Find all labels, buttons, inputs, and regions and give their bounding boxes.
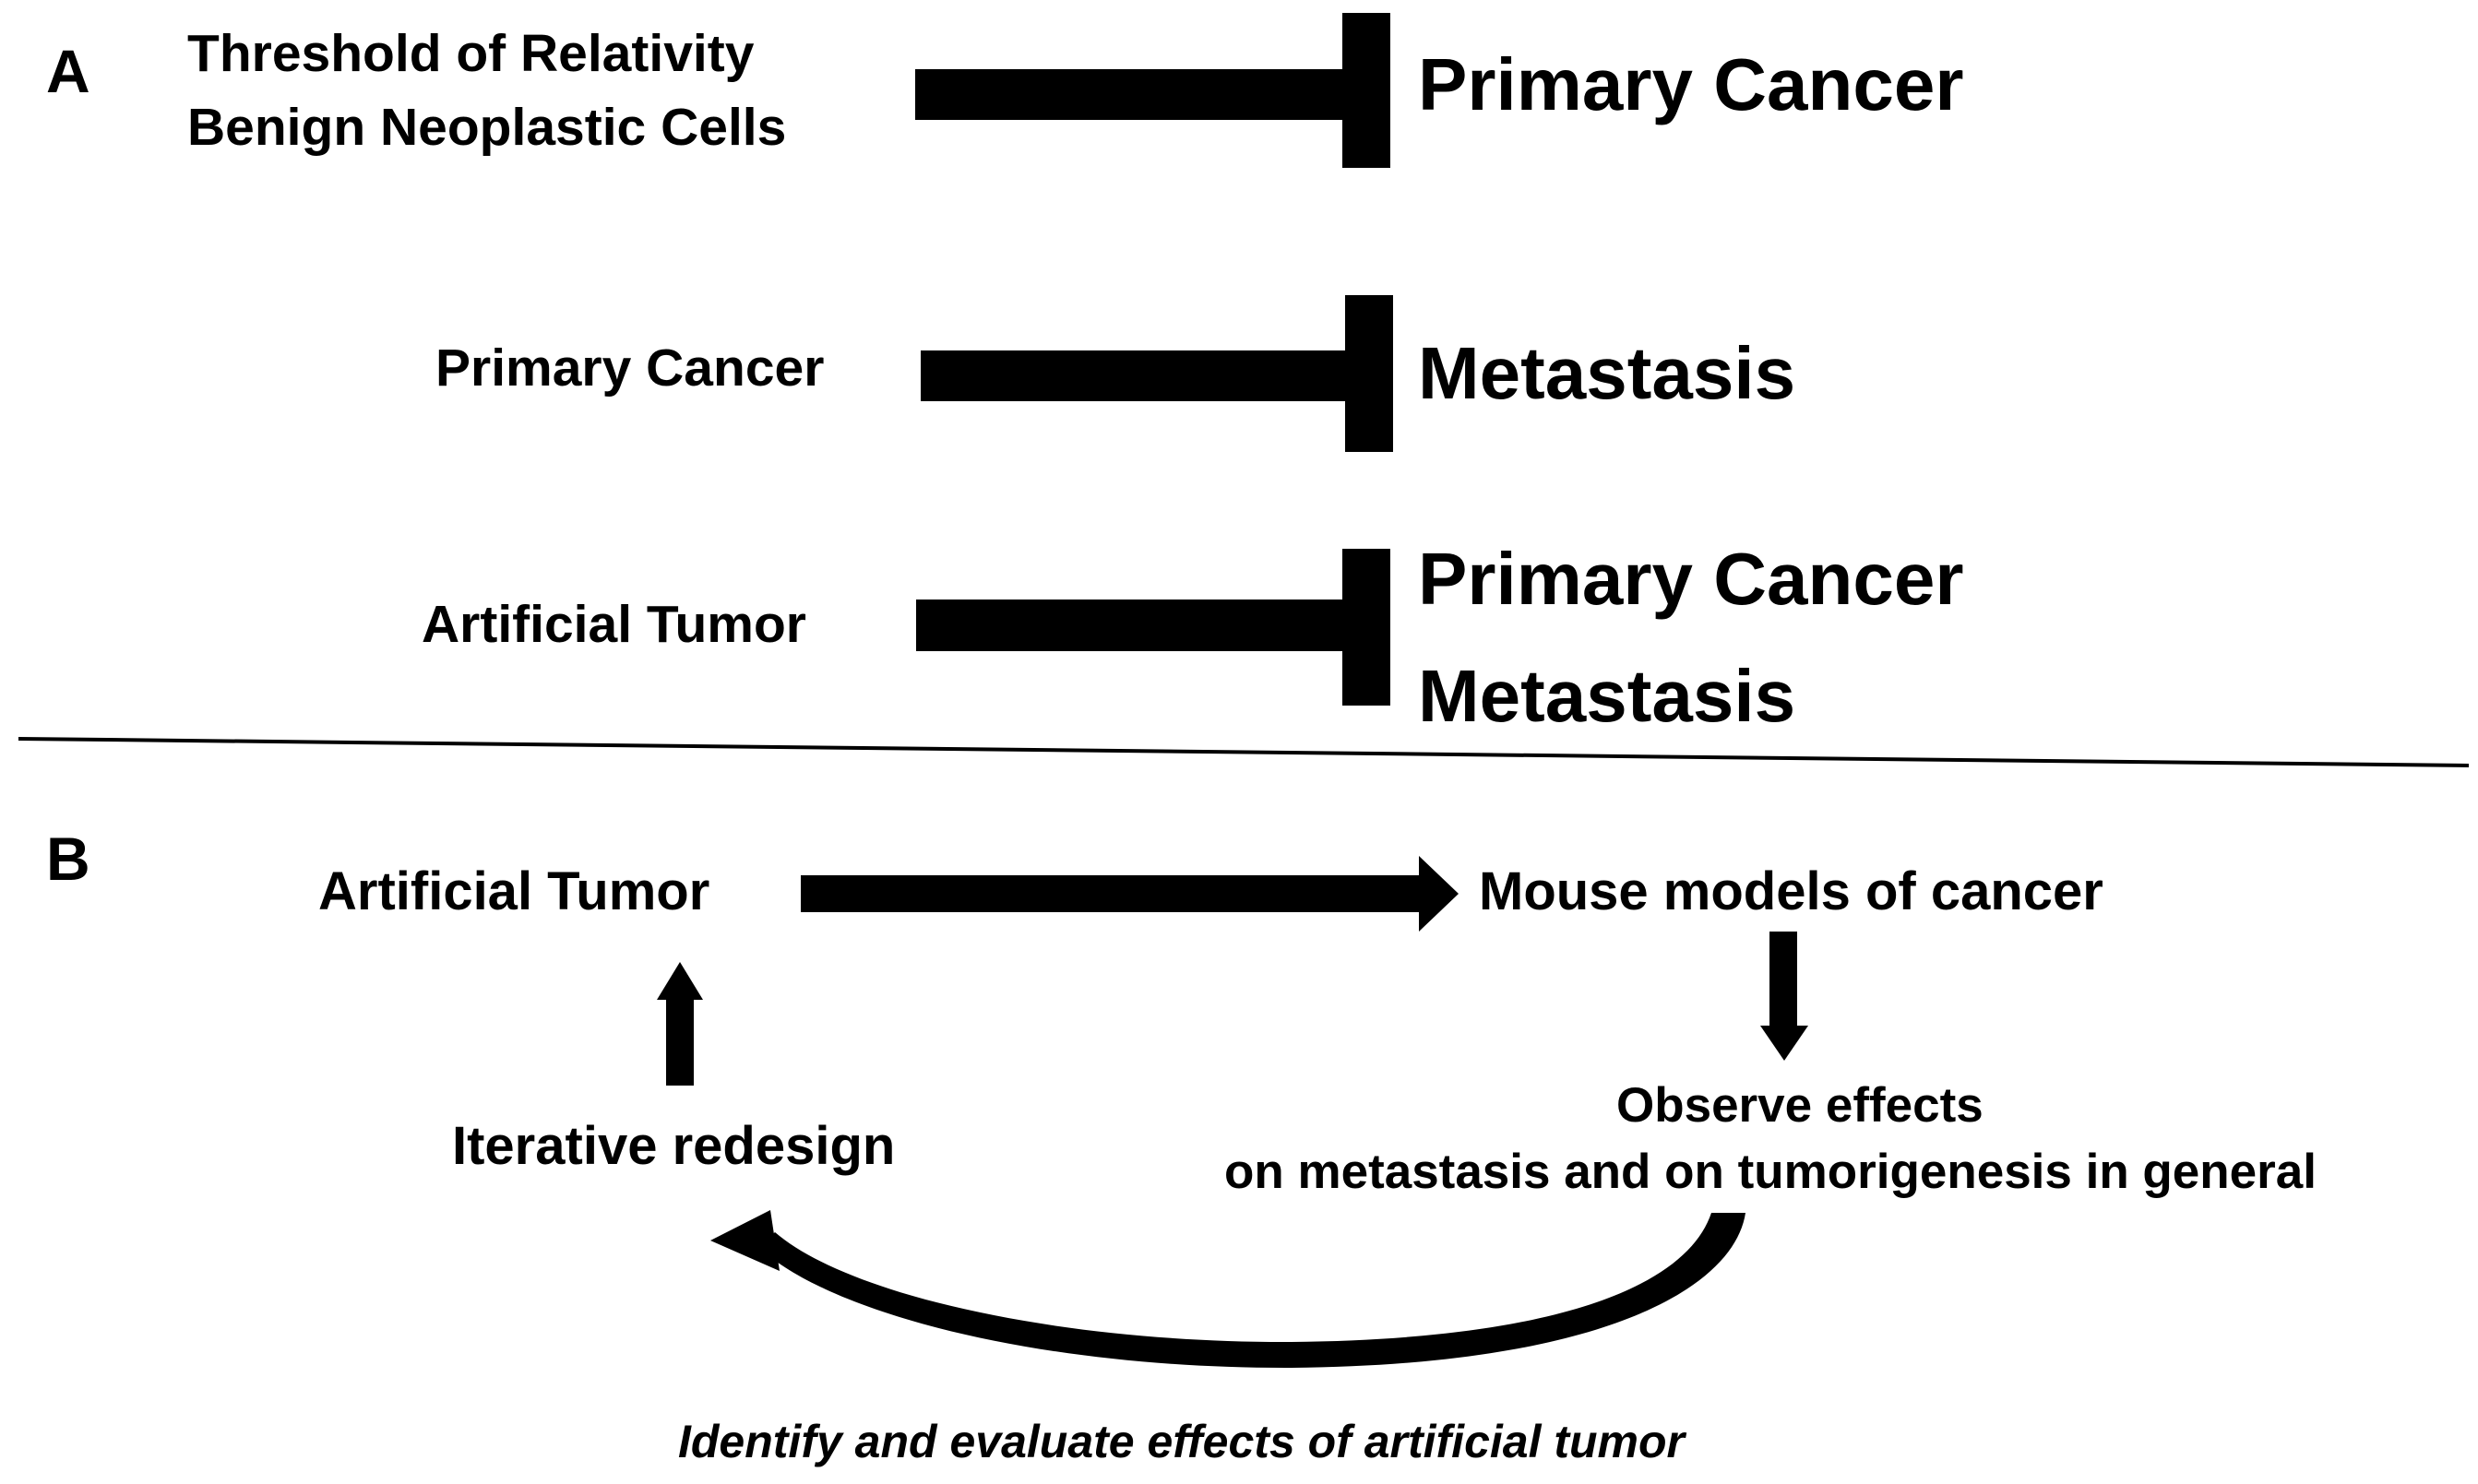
curved-feedback-arrow — [710, 1210, 1745, 1369]
inhibition-shaft-3 — [916, 600, 1350, 651]
arrow-to-mouse-models — [801, 856, 1459, 932]
row2-left-line1: Primary Cancer — [435, 338, 825, 398]
node-artificial-tumor: Artificial Tumor — [318, 861, 710, 921]
row3-right-line1: Primary Cancer — [1418, 538, 1964, 620]
inhibition-arrow-row-1 — [915, 13, 1390, 168]
row1-left-line2: Benign Neoplastic Cells — [187, 98, 787, 157]
inhibition-bar-2 — [1345, 295, 1393, 452]
feedback-caption: Identify and evaluate effects of artific… — [678, 1416, 1686, 1467]
inhibition-shaft-2 — [921, 350, 1350, 401]
arrow-down-to-observe — [1760, 932, 1808, 1061]
panel-b-label: B — [46, 825, 90, 893]
row3-left-line1: Artificial Tumor — [422, 595, 806, 654]
node-observe-line2: on metastasis and on tumorigenesis in ge… — [1224, 1145, 2317, 1199]
node-observe-line1: Observe effects — [1616, 1078, 1984, 1133]
inhibition-bar-3 — [1342, 549, 1390, 706]
row1-left-line1: Threshold of Relativity — [187, 24, 755, 83]
row1-right-line1: Primary Cancer — [1418, 43, 1964, 125]
row3-right-line2: Metastasis — [1418, 655, 1796, 737]
inhibition-shaft-1 — [915, 69, 1349, 120]
panel-divider — [18, 737, 2470, 767]
node-iterative-redesign: Iterative redesign — [452, 1116, 896, 1176]
inhibition-bar-1 — [1342, 13, 1390, 168]
row2-right-line1: Metastasis — [1418, 332, 1796, 414]
panel-a-label: A — [46, 37, 90, 105]
inhibition-arrow-row-3 — [916, 549, 1390, 706]
node-mouse-models: Mouse models of cancer — [1479, 861, 2103, 921]
arrow-up-to-artificial-tumor — [657, 962, 703, 1086]
inhibition-arrow-row-2 — [921, 295, 1393, 452]
